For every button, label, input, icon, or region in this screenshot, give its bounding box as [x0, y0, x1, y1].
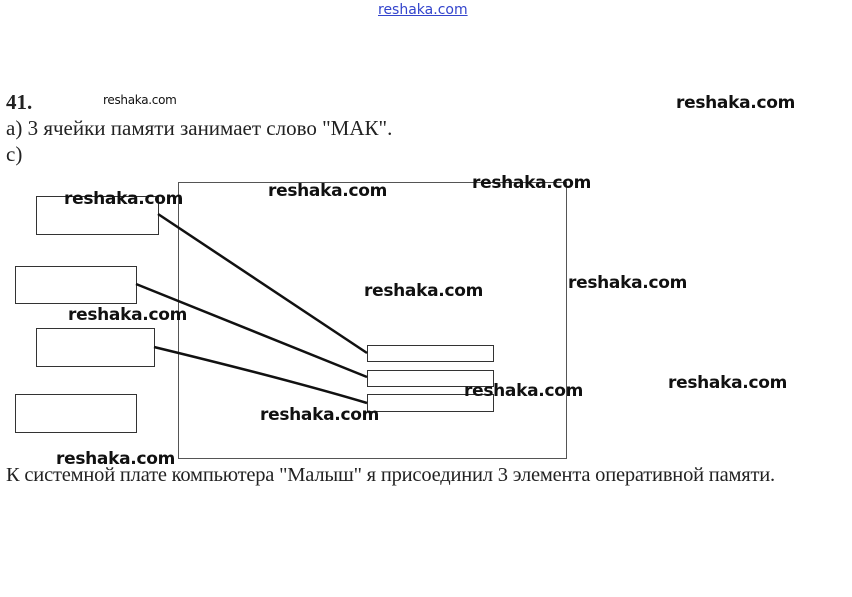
memory-module-2	[15, 266, 137, 304]
part-a-text: а) 3 ячейки памяти занимает слово "МАК".	[6, 116, 393, 140]
slot-1	[367, 345, 494, 362]
watermark: reshaka.com	[464, 381, 584, 401]
watermark: reshaka.com	[364, 281, 484, 301]
memory-module-3	[36, 328, 155, 367]
watermark: reshaka.com	[676, 93, 796, 113]
connection-line-1	[157, 212, 368, 355]
problem-number: 41.	[6, 90, 33, 114]
motherboard-box	[178, 182, 567, 459]
watermark: reshaka.com	[56, 449, 176, 469]
watermark: reshaka.com	[260, 405, 380, 425]
watermark: reshaka.com	[568, 273, 688, 293]
caption-text: К системной плате компьютера "Малыш" я п…	[6, 464, 775, 486]
watermark: reshaka.com	[64, 189, 184, 209]
connection-line-3	[153, 345, 368, 405]
slot-3	[367, 394, 494, 412]
watermark: reshaka.com	[68, 305, 188, 325]
memory-module-4	[15, 394, 137, 433]
watermark: reshaka.com	[103, 93, 177, 107]
site-link[interactable]: reshaka.com	[378, 2, 468, 18]
part-c-label: с)	[6, 142, 23, 166]
slot-2	[367, 370, 494, 387]
connection-line-2	[135, 282, 368, 379]
watermark: reshaka.com	[668, 373, 788, 393]
watermark: reshaka.com	[268, 181, 388, 201]
watermark: reshaka.com	[472, 173, 592, 193]
